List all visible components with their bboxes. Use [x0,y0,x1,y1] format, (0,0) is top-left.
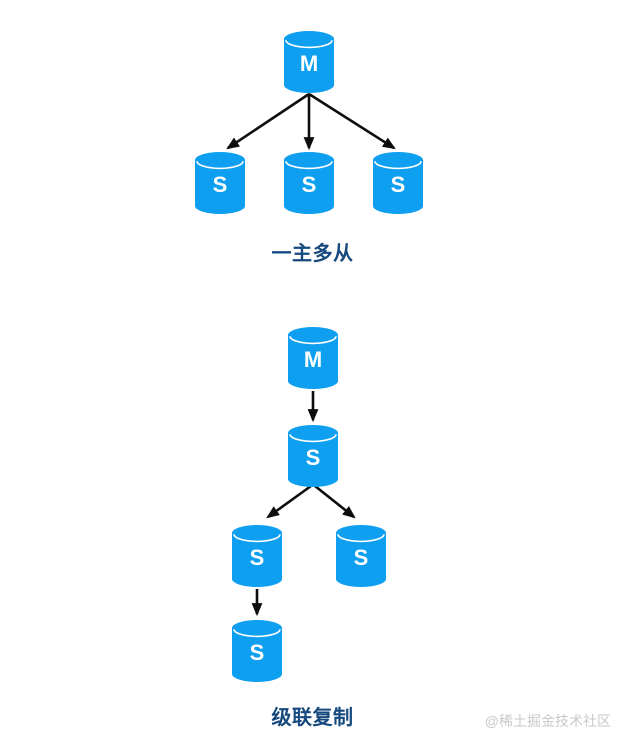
replication-arrow-d1-master-slave3 [308,92,396,150]
caption-one-master-multi-slave: 一主多从 [271,243,354,265]
replication-arrow-d2-slave1-slave3 [314,484,356,519]
caption-cascading-replication: 级联复制 [271,707,354,729]
replication-arrow-d1-master-slave1 [226,92,310,150]
node-label-slave: S [306,445,321,470]
node-label-slave: S [250,545,265,570]
node-label-master: M [300,51,318,76]
node-label-master: M [304,347,322,372]
node-label-slave: S [391,172,406,197]
node-label-slave: S [213,172,228,197]
diagram-one-master-multi-slave: M S S S [195,31,423,214]
diagram-cascading-replication: M S S S S [232,327,386,682]
node-label-slave: S [354,545,369,570]
juejin-watermark: @稀土掘金技术社区 [484,713,611,729]
replication-arrow-d2-slave1-slave2 [266,484,312,519]
node-label-slave: S [250,640,265,665]
node-label-slave: S [302,172,317,197]
